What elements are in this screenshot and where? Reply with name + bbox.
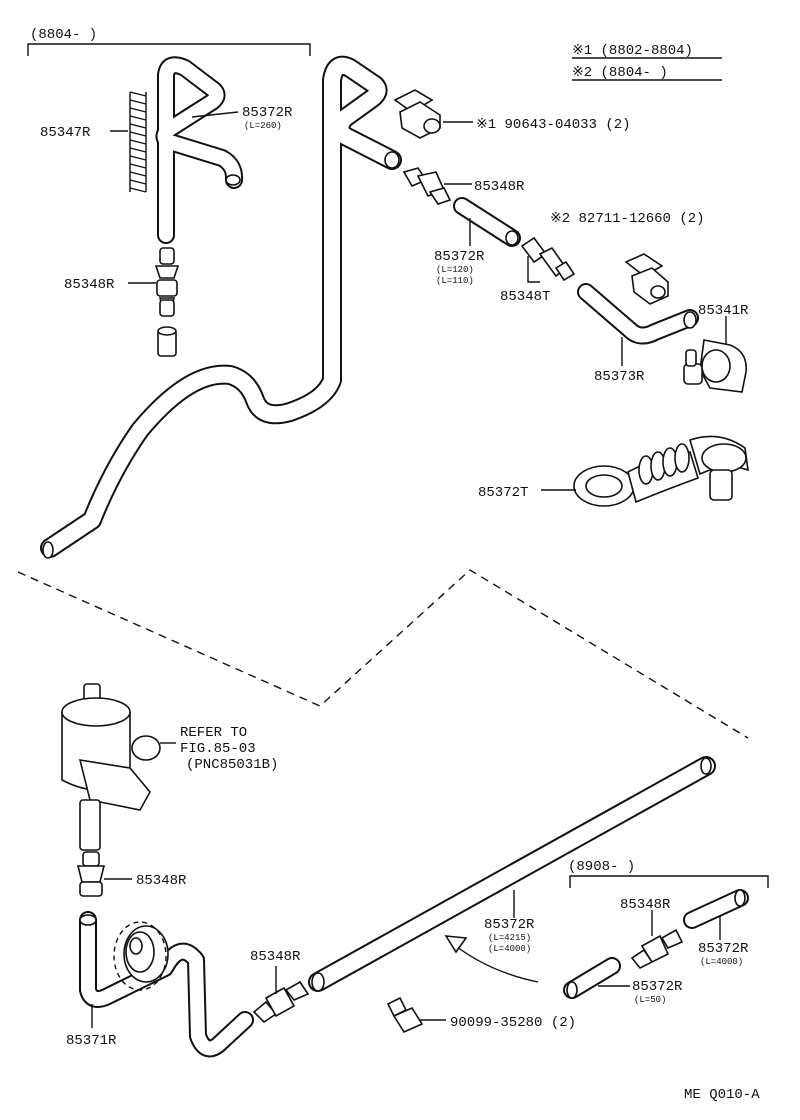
label-85341R: 85341R [698, 303, 749, 319]
hose-85372R-long [308, 756, 716, 992]
label-85372R-d-len: (L=4000) [700, 957, 743, 967]
connector-85348R-right [630, 928, 684, 970]
label-85372R-a-len: (L=260) [244, 121, 282, 131]
cap-piece-left [157, 326, 177, 357]
label-85348T: 85348T [500, 289, 550, 305]
connector-85348R-bottom [252, 980, 310, 1024]
hose-85372R-L260 [155, 56, 244, 244]
label-85372T: 85372T [478, 485, 528, 501]
hose-85372R-L4000-right [683, 889, 749, 929]
label-85372R-d: 85372R [698, 941, 749, 957]
connector-85348R-lower-left [76, 851, 106, 897]
label-90643: ※1 90643-04033 (2) [476, 117, 631, 133]
label-85372R-a: 85372R [242, 105, 293, 121]
label-82711: ※2 82711-12660 (2) [550, 211, 705, 227]
refer-line-2: FIG.85-03 [180, 741, 256, 757]
connector-85348T [520, 236, 576, 282]
direction-arrow [444, 935, 539, 983]
label-85348R-c: 85348R [136, 873, 187, 889]
bracket-bottom-right [569, 875, 769, 888]
figure-code: ME Q010-A [684, 1087, 760, 1103]
label-85372R-c: 85372R [484, 917, 535, 933]
clip-82711 [624, 253, 669, 305]
leader-85348T [527, 256, 540, 283]
range-top-left: (8804- ) [30, 27, 97, 43]
label-85373R: 85373R [594, 369, 645, 385]
grommet-85372T [573, 435, 749, 507]
connector-85348R-left [154, 247, 180, 317]
leader-85372R-a [191, 111, 239, 118]
clip-90643 [393, 89, 441, 139]
clip-90099 [386, 996, 424, 1034]
label-85347R: 85347R [40, 125, 91, 141]
connector-85348R-top [402, 167, 452, 205]
label-85372R-b-len1: (L=120) [436, 265, 474, 275]
label-85372R-b-len2: (L=110) [436, 276, 474, 286]
hose-85373R [577, 283, 699, 345]
hose-85372R-L50 [563, 957, 621, 999]
note-2: ※2 (8804- ) [572, 65, 668, 81]
washer-pump [61, 683, 161, 851]
hose-85371R [79, 911, 254, 1058]
label-85348R-d: 85348R [250, 949, 301, 965]
hose-85372R-short [453, 197, 521, 247]
label-85372R-e-len: (L=50) [634, 995, 666, 1005]
bracket-top-left [27, 43, 311, 56]
main-hose-upper [40, 55, 402, 559]
label-85372R-c-len1: (L=4215) [488, 933, 531, 943]
note-1: ※1 (8802-8804) [572, 43, 693, 59]
label-85348R-e: 85348R [620, 897, 671, 913]
label-90099: 90099-35280 (2) [450, 1015, 576, 1031]
range-bottom-right: (8908- ) [568, 859, 635, 875]
refer-line-1: REFER TO [180, 725, 247, 741]
label-85348R-a: 85348R [64, 277, 115, 293]
label-85372R-b: 85372R [434, 249, 485, 265]
refer-line-3: (PNC85031B) [186, 757, 278, 773]
nozzle-85341R [683, 339, 747, 393]
spring-85347R [129, 91, 147, 193]
label-85372R-c-len2: (L=4000) [488, 944, 531, 954]
label-85348R-b: 85348R [474, 179, 525, 195]
label-85372R-e: 85372R [632, 979, 683, 995]
label-85371R: 85371R [66, 1033, 117, 1049]
